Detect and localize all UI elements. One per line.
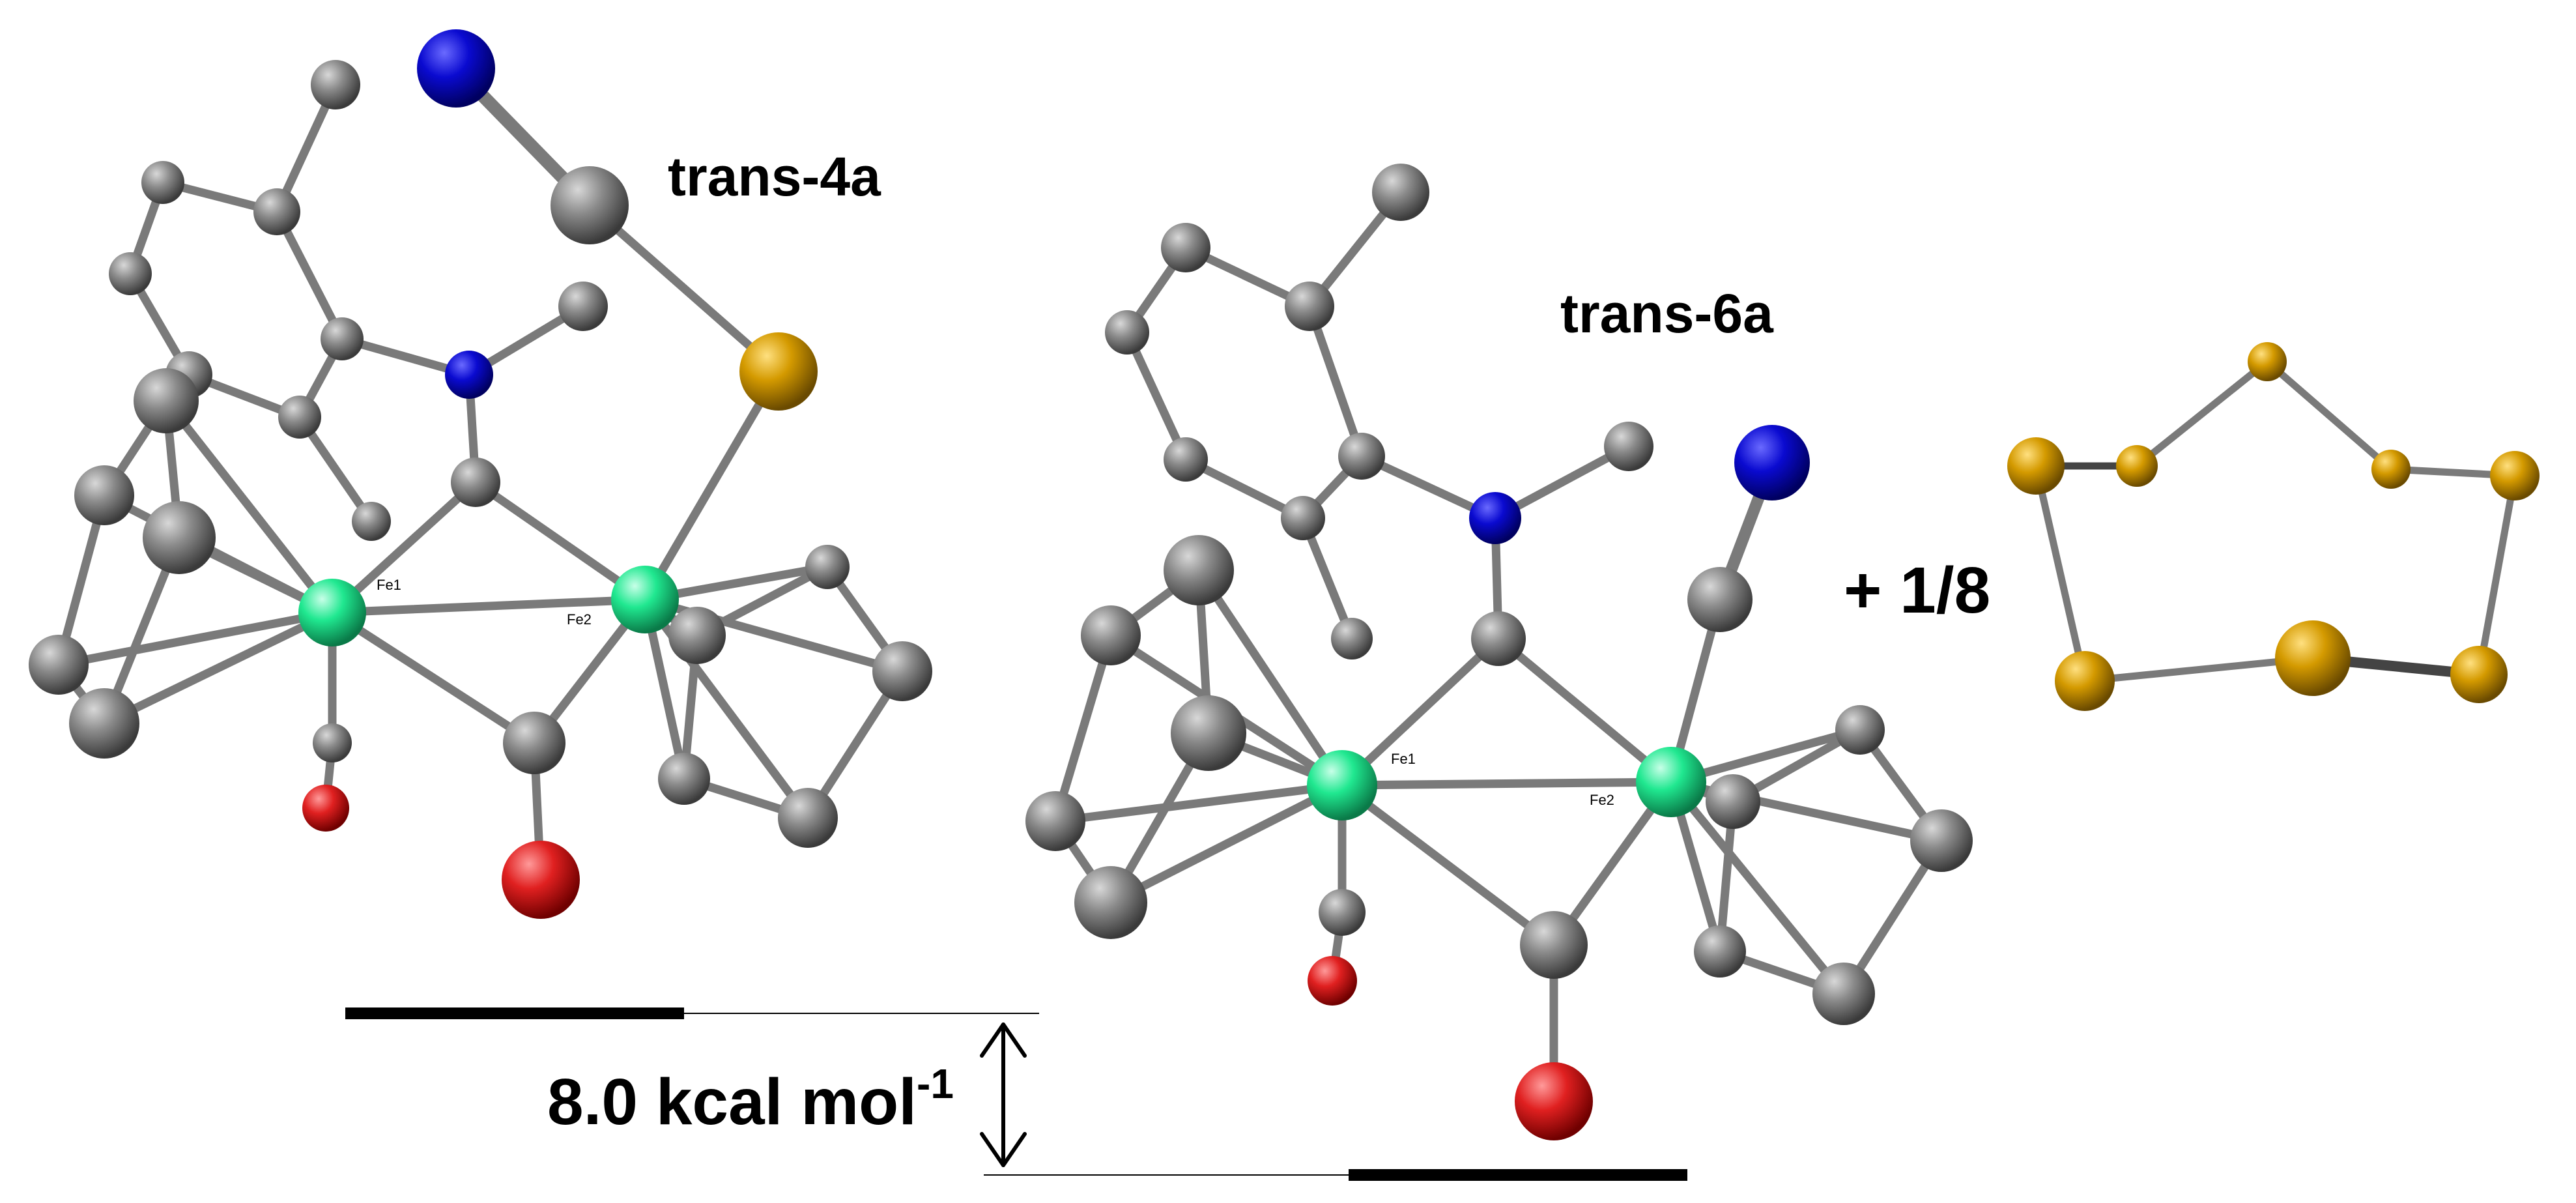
sulfur-ring-s8 (2007, 342, 2540, 711)
carbon-atom (1372, 164, 1429, 221)
sulfur-atom (2450, 646, 2508, 703)
carbon-atom (1604, 422, 1653, 471)
energy-unit: kcal mol (656, 1065, 917, 1138)
carbon-atom (1281, 496, 1325, 540)
carbon-atom (1171, 695, 1246, 771)
sulfur-atom (2007, 437, 2065, 495)
energy-value: 8.0 (547, 1065, 638, 1138)
carbon-atom (1105, 310, 1149, 355)
carbon-atom (1835, 705, 1885, 755)
atom-label-fe2: Fe2 (567, 611, 592, 628)
energy-difference-arrow (980, 1022, 1027, 1167)
sulfur-atom (2055, 651, 2115, 711)
atoms-trans-4a (29, 29, 932, 919)
carbon-atom (805, 545, 850, 589)
nitrogen-atom (417, 29, 495, 108)
carbon-atom (29, 635, 89, 695)
nitrogen-atom (445, 351, 493, 399)
oxygen-atom (1515, 1062, 1593, 1140)
sulfur-coefficient: + 1/8 (1844, 554, 1990, 627)
carbon-atom (74, 465, 134, 525)
oxygen-atom (1308, 956, 1357, 1006)
carbon-atom (778, 788, 838, 848)
iron-atom (298, 579, 366, 646)
iron-atom (611, 566, 679, 633)
sulfur-atom (2275, 620, 2351, 696)
carbon-atom (1074, 866, 1147, 939)
carbon-atom (1812, 963, 1875, 1025)
sulfur-atom (2248, 342, 2287, 381)
energy-level-diagram: 8.0 kcal mol-1 (345, 1007, 1687, 1181)
carbon-atom (1331, 618, 1373, 659)
carbon-atom (1471, 611, 1526, 666)
carbon-atom (69, 688, 139, 759)
carbon-atom (1164, 535, 1234, 605)
atom-label-fe2: Fe2 (1590, 792, 1614, 808)
iron-atom (1307, 750, 1377, 820)
carbon-atom (558, 282, 608, 331)
molecule-label-trans-4a: trans-4a (668, 146, 881, 207)
nitrogen-atom (1469, 492, 1521, 544)
sulfur-atom (2490, 451, 2540, 500)
atom-label-fe1: Fe1 (1391, 751, 1416, 767)
carbon-atom (109, 252, 152, 295)
carbon-atom (668, 607, 726, 664)
carbon-atom (1694, 925, 1746, 978)
carbon-atom (1520, 911, 1588, 979)
carbon-atom (658, 753, 710, 805)
carbon-atom (1338, 433, 1385, 480)
carbon-atom (1706, 774, 1760, 829)
sulfur-atom (739, 332, 818, 411)
carbon-atom (253, 188, 300, 235)
atom-label-fe1: Fe1 (377, 577, 401, 593)
carbon-atom (1025, 791, 1085, 851)
molecule-trans-6a: Fe1 Fe2 trans-6a (1025, 164, 1973, 1140)
carbon-atom (872, 641, 932, 701)
molecule-label-trans-6a: trans-6a (1560, 283, 1774, 344)
iron-atom (1636, 747, 1706, 817)
carbon-atom (278, 396, 321, 439)
carbon-atom (143, 501, 216, 574)
carbon-atom (503, 712, 565, 774)
sulfur-atom (2371, 450, 2411, 489)
energy-difference-label: 8.0 kcal mol-1 (547, 1060, 954, 1138)
atoms-trans-6a (1025, 164, 1973, 1140)
carbon-atom (451, 457, 500, 507)
carbon-atom (141, 161, 184, 204)
nitrogen-atom (1734, 425, 1810, 500)
oxygen-atom (302, 785, 349, 832)
carbon-atom (1319, 889, 1366, 936)
oxygen-atom (502, 841, 580, 919)
carbon-atom (1161, 223, 1210, 272)
carbon-atom (352, 502, 391, 541)
energy-unit-exponent: -1 (917, 1060, 954, 1107)
carbon-atom (1285, 282, 1334, 331)
carbon-atom (1164, 437, 1208, 482)
carbon-atom (1687, 567, 1753, 632)
carbon-atom (1910, 809, 1973, 872)
molecule-trans-4a: Fe1 Fe2 trans-4a (29, 29, 932, 919)
carbon-atom (313, 723, 352, 762)
carbon-atom (1081, 605, 1141, 665)
carbon-atom (551, 166, 629, 244)
carbon-atom (134, 368, 199, 433)
sulfur-atom (2116, 445, 2158, 487)
carbon-atom (311, 60, 360, 109)
carbon-atom (321, 317, 364, 360)
